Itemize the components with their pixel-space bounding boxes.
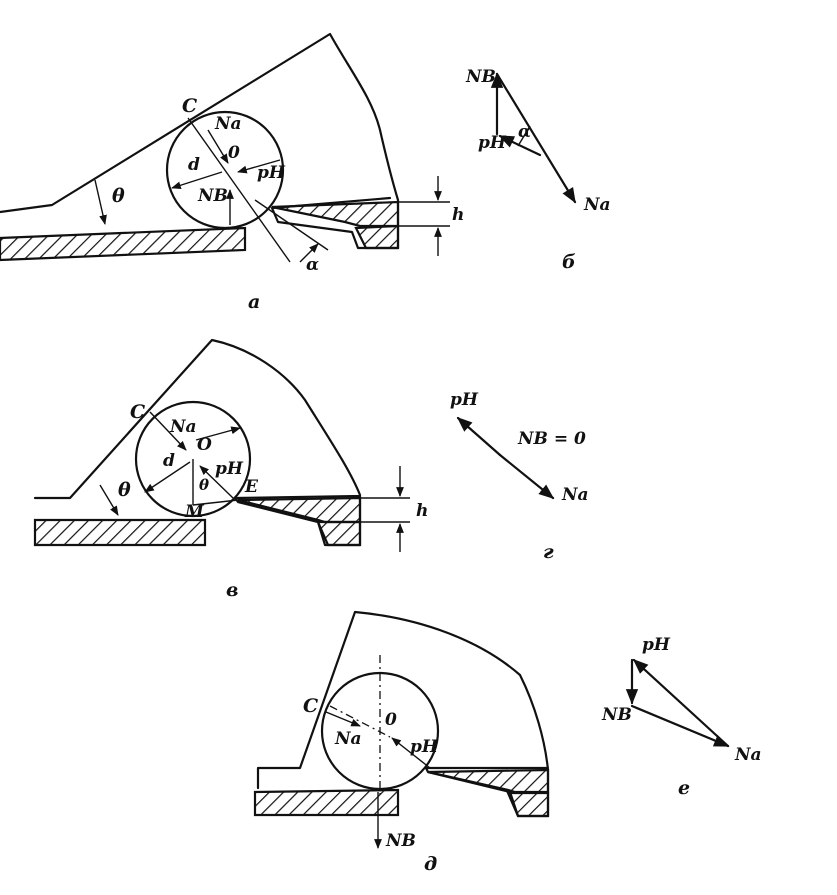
wedge-step-a bbox=[354, 224, 400, 250]
label-nb-b: NB bbox=[465, 67, 496, 87]
label-na-v: Na bbox=[169, 417, 197, 437]
ph-arrow-d bbox=[391, 737, 431, 769]
label-c-d: C bbox=[303, 695, 318, 717]
caption-a: a bbox=[248, 291, 260, 313]
label-d-v: d bbox=[163, 451, 175, 471]
label-ph-b: pH bbox=[478, 133, 507, 153]
caption-d: д bbox=[424, 853, 437, 875]
label-alpha-b: α bbox=[518, 122, 531, 142]
alpha-arrow-a bbox=[299, 243, 319, 263]
ph-vector-b bbox=[498, 134, 542, 157]
contact-line-d bbox=[329, 705, 391, 738]
alpha-arc-b bbox=[517, 125, 531, 147]
wedge-step-d bbox=[506, 791, 550, 818]
label-nb-e: NB bbox=[601, 705, 632, 725]
figure-v: C Na O d pH θ θ E M h в bbox=[33, 338, 428, 601]
label-ph-e: pH bbox=[642, 635, 671, 655]
alpha-line-a bbox=[254, 199, 329, 251]
ph-vector-e bbox=[632, 658, 730, 748]
ph-arrow-a bbox=[237, 159, 281, 174]
roller-v bbox=[134, 400, 252, 518]
label-c-a: C bbox=[182, 95, 197, 117]
label-o-a: 0 bbox=[228, 143, 240, 163]
label-theta-small-v: θ bbox=[199, 476, 209, 494]
label-na-b: Na bbox=[583, 195, 611, 215]
theta-arrow-v bbox=[99, 484, 119, 516]
o-arrow-v bbox=[195, 426, 241, 441]
figure-b-force-triangle: NB pH α Na б bbox=[465, 67, 611, 273]
label-theta-v: θ bbox=[118, 479, 131, 501]
theta-arrow-a bbox=[94, 179, 107, 225]
d-arrow-a bbox=[171, 171, 223, 190]
label-nb-a: NB bbox=[197, 186, 228, 206]
wedge-step-v bbox=[316, 520, 362, 547]
label-ph-v: pH bbox=[215, 459, 244, 479]
label-alpha-a: α bbox=[306, 255, 319, 275]
label-h-a: h bbox=[452, 205, 464, 225]
ph-arrow-v bbox=[199, 465, 234, 499]
label-na-g: Na bbox=[561, 485, 589, 505]
ph-vector-g bbox=[456, 416, 502, 457]
base-left-v bbox=[33, 518, 207, 547]
label-h-v: h bbox=[416, 501, 428, 521]
label-na-a: Na bbox=[214, 114, 242, 134]
na-arrow-d bbox=[325, 711, 361, 727]
na-line-a bbox=[187, 117, 291, 263]
caption-v: в bbox=[226, 579, 238, 601]
label-na-e: Na bbox=[734, 745, 762, 765]
label-na-d: Na bbox=[334, 729, 362, 749]
label-o-v: O bbox=[197, 435, 212, 455]
caption-b: б bbox=[562, 251, 576, 273]
na-vector-g bbox=[498, 453, 555, 500]
na-arrow-v bbox=[149, 411, 187, 451]
label-m-v: M bbox=[184, 502, 205, 522]
label-nb-d: NB bbox=[385, 831, 416, 851]
caption-e: е bbox=[678, 777, 690, 799]
na-vector-b bbox=[495, 72, 577, 204]
label-ph-d: pH bbox=[410, 737, 439, 757]
figure-e-force-triangle: pH NB Na е bbox=[601, 635, 762, 799]
wedge-right-v bbox=[237, 496, 362, 524]
base-left-a bbox=[0, 226, 247, 262]
base-left-d bbox=[253, 788, 400, 817]
figure-d: C 0 Na pH NB д bbox=[253, 610, 550, 875]
me-line-v bbox=[192, 499, 239, 506]
label-c-v: C bbox=[130, 401, 145, 423]
label-eq-g: NB = 0 bbox=[517, 429, 586, 449]
d-arrow-v bbox=[144, 461, 191, 493]
figure-a: C Na 0 d pH NB θ α h a bbox=[0, 32, 464, 313]
roller-a bbox=[165, 110, 285, 230]
label-theta-a: θ bbox=[112, 185, 125, 207]
wedge-right-a bbox=[271, 200, 400, 228]
wedge-right-d bbox=[427, 768, 550, 794]
na-arrow-a bbox=[207, 129, 229, 164]
label-d-a: d bbox=[188, 155, 200, 175]
label-ph-g: pH bbox=[450, 390, 479, 410]
figure-g-force-diagram: pH NB = 0 Na г bbox=[450, 390, 589, 563]
caption-g: г bbox=[543, 541, 554, 563]
label-e-v: E bbox=[244, 477, 259, 497]
label-o-d: 0 bbox=[385, 710, 397, 730]
na-vector-e bbox=[630, 704, 730, 748]
label-ph-a: pH bbox=[257, 163, 286, 183]
